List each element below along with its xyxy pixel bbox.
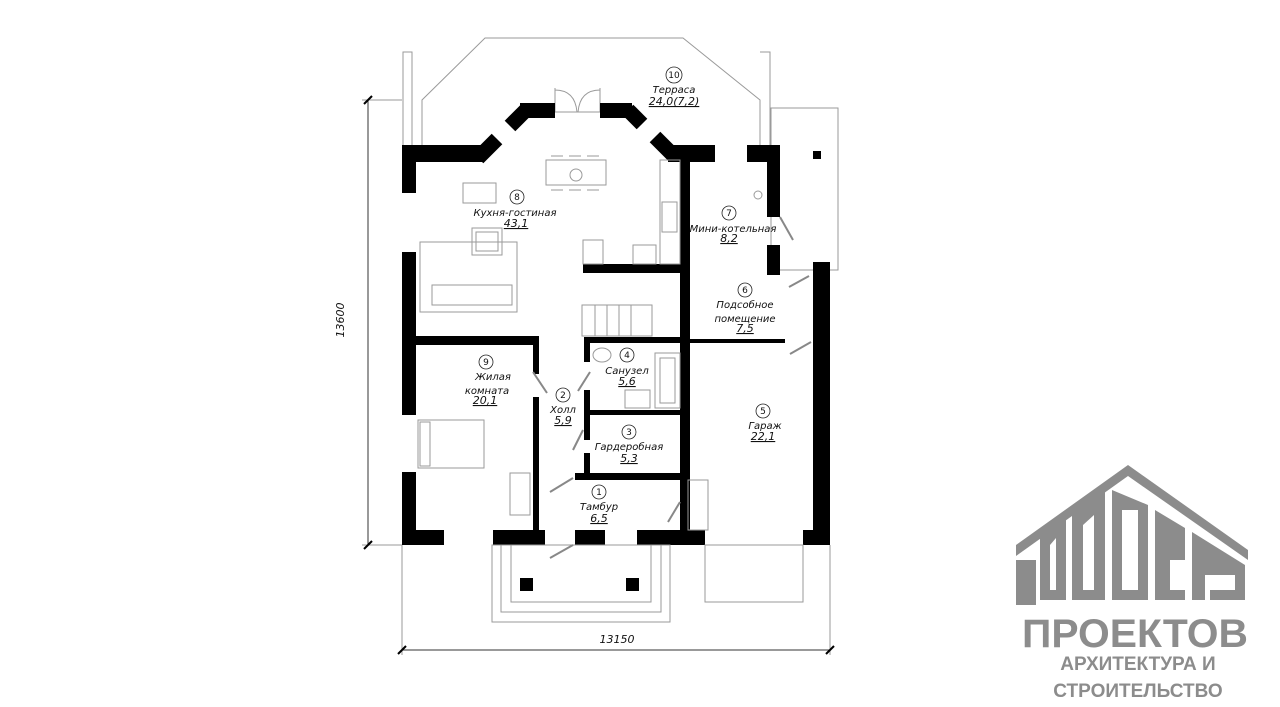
svg-text:5: 5 <box>760 407 766 417</box>
svg-text:Терраса: Терраса <box>653 85 696 96</box>
room-1: 1 Тамбур 6,5 <box>580 488 618 525</box>
width-dimension: 13150 <box>600 633 635 646</box>
svg-text:Подсобное: Подсобное <box>716 299 773 311</box>
svg-text:Мини-котельная: Мини-котельная <box>690 224 777 235</box>
svg-text:3: 3 <box>626 428 632 438</box>
svg-text:8: 8 <box>514 193 520 203</box>
svg-text:8,2: 8,2 <box>720 232 738 245</box>
svg-text:2: 2 <box>560 391 566 401</box>
svg-text:24,0(7,2): 24,0(7,2) <box>649 95 700 108</box>
doors <box>532 216 812 559</box>
svg-text:6: 6 <box>742 286 748 296</box>
svg-text:Холл: Холл <box>549 405 576 416</box>
svg-text:5,6: 5,6 <box>618 375 636 388</box>
svg-text:Жилая: Жилая <box>474 372 511 383</box>
column <box>813 151 821 159</box>
room-8: 8 Кухня-гостиная 43,1 <box>474 193 557 230</box>
svg-text:комната: комната <box>465 386 509 397</box>
svg-text:помещение: помещение <box>714 314 775 325</box>
svg-text:4: 4 <box>624 351 630 361</box>
room-6: 6 Подсобное помещение 7,5 <box>714 286 775 335</box>
porch-column <box>520 578 533 591</box>
svg-text:Тамбур: Тамбур <box>580 501 618 513</box>
svg-text:22,1: 22,1 <box>751 430 776 443</box>
room-5: 5 Гараж 22,1 <box>748 407 781 443</box>
porch-column <box>626 578 639 591</box>
svg-text:Кухня-гостиная: Кухня-гостиная <box>474 208 557 219</box>
svg-text:9: 9 <box>483 358 489 368</box>
svg-text:7: 7 <box>726 209 732 219</box>
svg-text:Гардеробная: Гардеробная <box>595 441 663 453</box>
svg-text:1: 1 <box>596 488 602 498</box>
room-10: 10 Терраса 24,0(7,2) <box>649 71 700 108</box>
svg-text:20,1: 20,1 <box>473 394 498 407</box>
walls <box>402 103 830 545</box>
furniture <box>417 155 804 623</box>
height-dimension: 13600 <box>334 303 347 338</box>
svg-text:10: 10 <box>668 71 680 81</box>
room-7: 7 Мини-котельная 8,2 <box>690 209 777 245</box>
svg-text:ПРОЕКТОВ: ПРОЕКТОВ <box>1022 612 1248 656</box>
room-9: 9 Жилая комната 20,1 <box>465 358 511 407</box>
svg-text:5,3: 5,3 <box>620 452 638 465</box>
svg-text:Санузел: Санузел <box>605 366 649 377</box>
terrace-door <box>554 88 601 113</box>
room-4: 4 Санузел 5,6 <box>605 351 649 388</box>
svg-text:АРХИТЕКТУРА И: АРХИТЕКТУРА И <box>1060 654 1215 675</box>
svg-text:СТРОИТЕЛЬСТВО: СТРОИТЕЛЬСТВО <box>1053 681 1222 702</box>
logo-1000-mark <box>1016 490 1245 605</box>
svg-text:7,5: 7,5 <box>736 322 754 335</box>
company-logo: ПРОЕКТОВ АРХИТЕКТУРА И СТРОИТЕЛЬСТВО <box>1016 465 1248 702</box>
svg-text:6,5: 6,5 <box>590 512 608 525</box>
dimension-lines <box>362 95 835 655</box>
room-3: 3 Гардеробная 5,3 <box>595 428 663 465</box>
svg-text:Гараж: Гараж <box>748 421 781 432</box>
room-labels <box>478 66 771 500</box>
room-2: 2 Холл 5,9 <box>549 391 576 427</box>
svg-text:5,9: 5,9 <box>554 414 572 427</box>
svg-text:43,1: 43,1 <box>504 217 529 230</box>
